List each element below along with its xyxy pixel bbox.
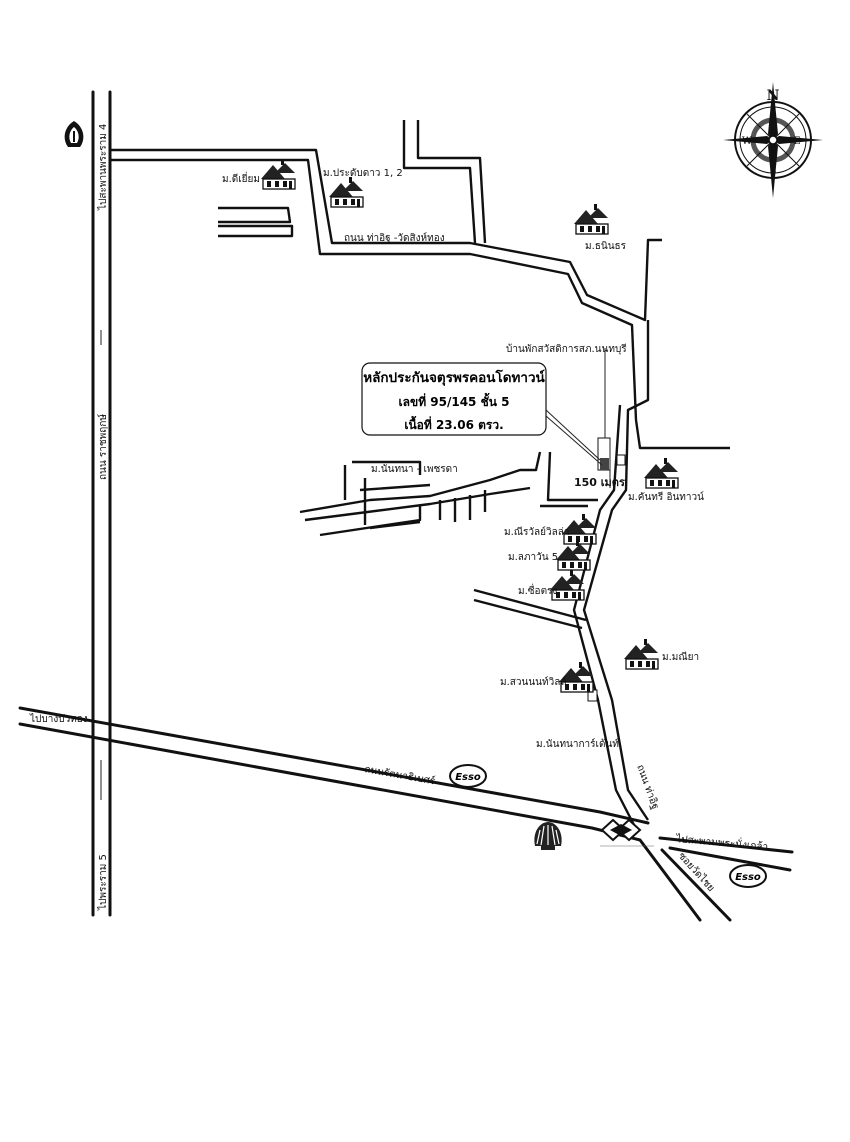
label-rama4: ไปสะพานพระราม 4	[97, 124, 109, 211]
label-tha-it-wat: ถนน ท่าอิฐ -วัดสิงห์ทอง	[344, 232, 445, 244]
label-dee-yiam: ม.ดีเยี่ยม	[222, 171, 260, 185]
label-prachabdao: ม.ประดับดาว 1, 2	[323, 168, 403, 179]
house-icon	[574, 204, 609, 235]
house-icon	[644, 458, 679, 489]
road-ratchaphruek	[91, 90, 112, 917]
house-icon	[556, 540, 591, 571]
label-khanthree: ม.คันทรี อินทาวน์	[628, 491, 704, 503]
road-nanthana-grid	[299, 451, 598, 537]
compass-rose: N S E W	[723, 82, 823, 198]
label-bang-bua-thong: ไปบางบัวทอง	[29, 713, 88, 725]
label-manee: ม.มณียา	[662, 651, 699, 663]
road-suetrong	[473, 588, 587, 622]
shell-logo	[534, 822, 562, 850]
info-line2: เนื้อที่ 23.06 ตรว.	[404, 415, 503, 432]
property-marker	[545, 348, 626, 488]
road-rattanathibet	[18, 706, 794, 922]
village-house-icons	[261, 159, 679, 693]
compass-w: W	[742, 136, 753, 147]
compass-e: E	[793, 136, 800, 147]
label-ratchaphruek: ถนน ราชพฤกษ์	[97, 414, 109, 480]
house-icon	[261, 159, 296, 190]
svg-text:Esso: Esso	[455, 772, 481, 783]
house-icon	[624, 639, 659, 670]
label-suetrong: ม.ซื่อตรง	[518, 583, 557, 597]
house-icon	[562, 514, 597, 545]
compass-s: S	[770, 166, 777, 177]
compass-n: N	[767, 88, 780, 104]
svg-text:Esso: Esso	[735, 872, 761, 883]
road-east-vertical	[572, 320, 730, 826]
info-box: หลักประกันจตุรพรคอนโดทาวน์ เลขที่ 95/145…	[361, 362, 547, 436]
label-thanin: ม.ธนินธร	[585, 241, 627, 252]
bank-logo	[600, 818, 654, 847]
label-rattanathibet: ถนนรัตนาธิเบศร์	[363, 763, 436, 787]
house-icon	[559, 662, 594, 693]
road-tha-it-wat-sing-thong	[110, 120, 662, 421]
label-maneerat: ม.ณีรวัลย์วิลล่า	[504, 526, 570, 538]
info-line1: เลขที่ 95/145 ชั้น 5	[399, 392, 510, 409]
esso-logo-2: Esso	[729, 864, 767, 888]
info-title: หลักประกันจตุรพรคอนโดทาวน์	[363, 368, 545, 386]
label-rama5: ไปพระราม 5	[97, 854, 109, 911]
esso-logo-1: Esso	[449, 764, 487, 788]
label-nanthana: ม.นันทนา - เพชรดา	[371, 464, 458, 475]
label-garden: ม.นันทนาการ์เด้นท์	[536, 738, 619, 750]
label-phra-nang-klao: ไปสะพานพระนั่งเกล้า	[675, 831, 769, 853]
label-welfare-house: บ้านพักสวัสดิการสภ.นนทบุรี	[506, 343, 627, 355]
label-150m: 150 เมตร	[574, 476, 625, 489]
road-suetrong-2	[473, 598, 583, 630]
label-lapawan: ม.ลภาวัน 5	[508, 552, 558, 563]
emblem-icon	[64, 121, 84, 147]
house-icon	[329, 177, 364, 208]
house-icon	[550, 570, 585, 601]
label-suan: ม.สวนนนท์วิลล์	[500, 676, 566, 688]
